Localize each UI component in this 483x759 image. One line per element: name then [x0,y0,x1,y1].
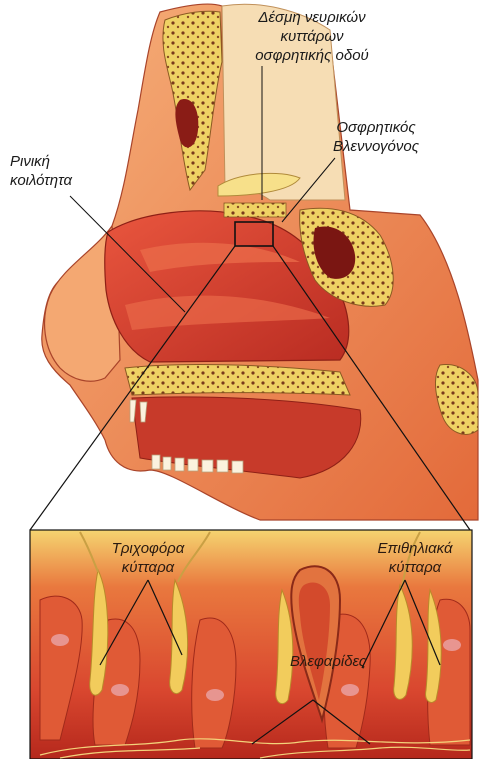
label-hair-cells: Τριχοφόρα κύτταρα [83,539,213,577]
cribriform-plate [224,203,286,217]
head-cross-section [42,4,478,520]
label-cilia: Βλεφαρίδες [268,652,388,671]
label-olfactory-mucosa: Οσφρητικός Βλεννογόνος [306,118,446,156]
label-olfactory-nerve-bundle: Δέσμη νευρικών κυττάρων οσφρητικής οδού [222,8,402,65]
label-epithelial-cells: Επιθηλιακά κύτταρα [350,539,480,577]
label-nasal-cavity: Ρινική κοιλότητα [10,152,100,190]
